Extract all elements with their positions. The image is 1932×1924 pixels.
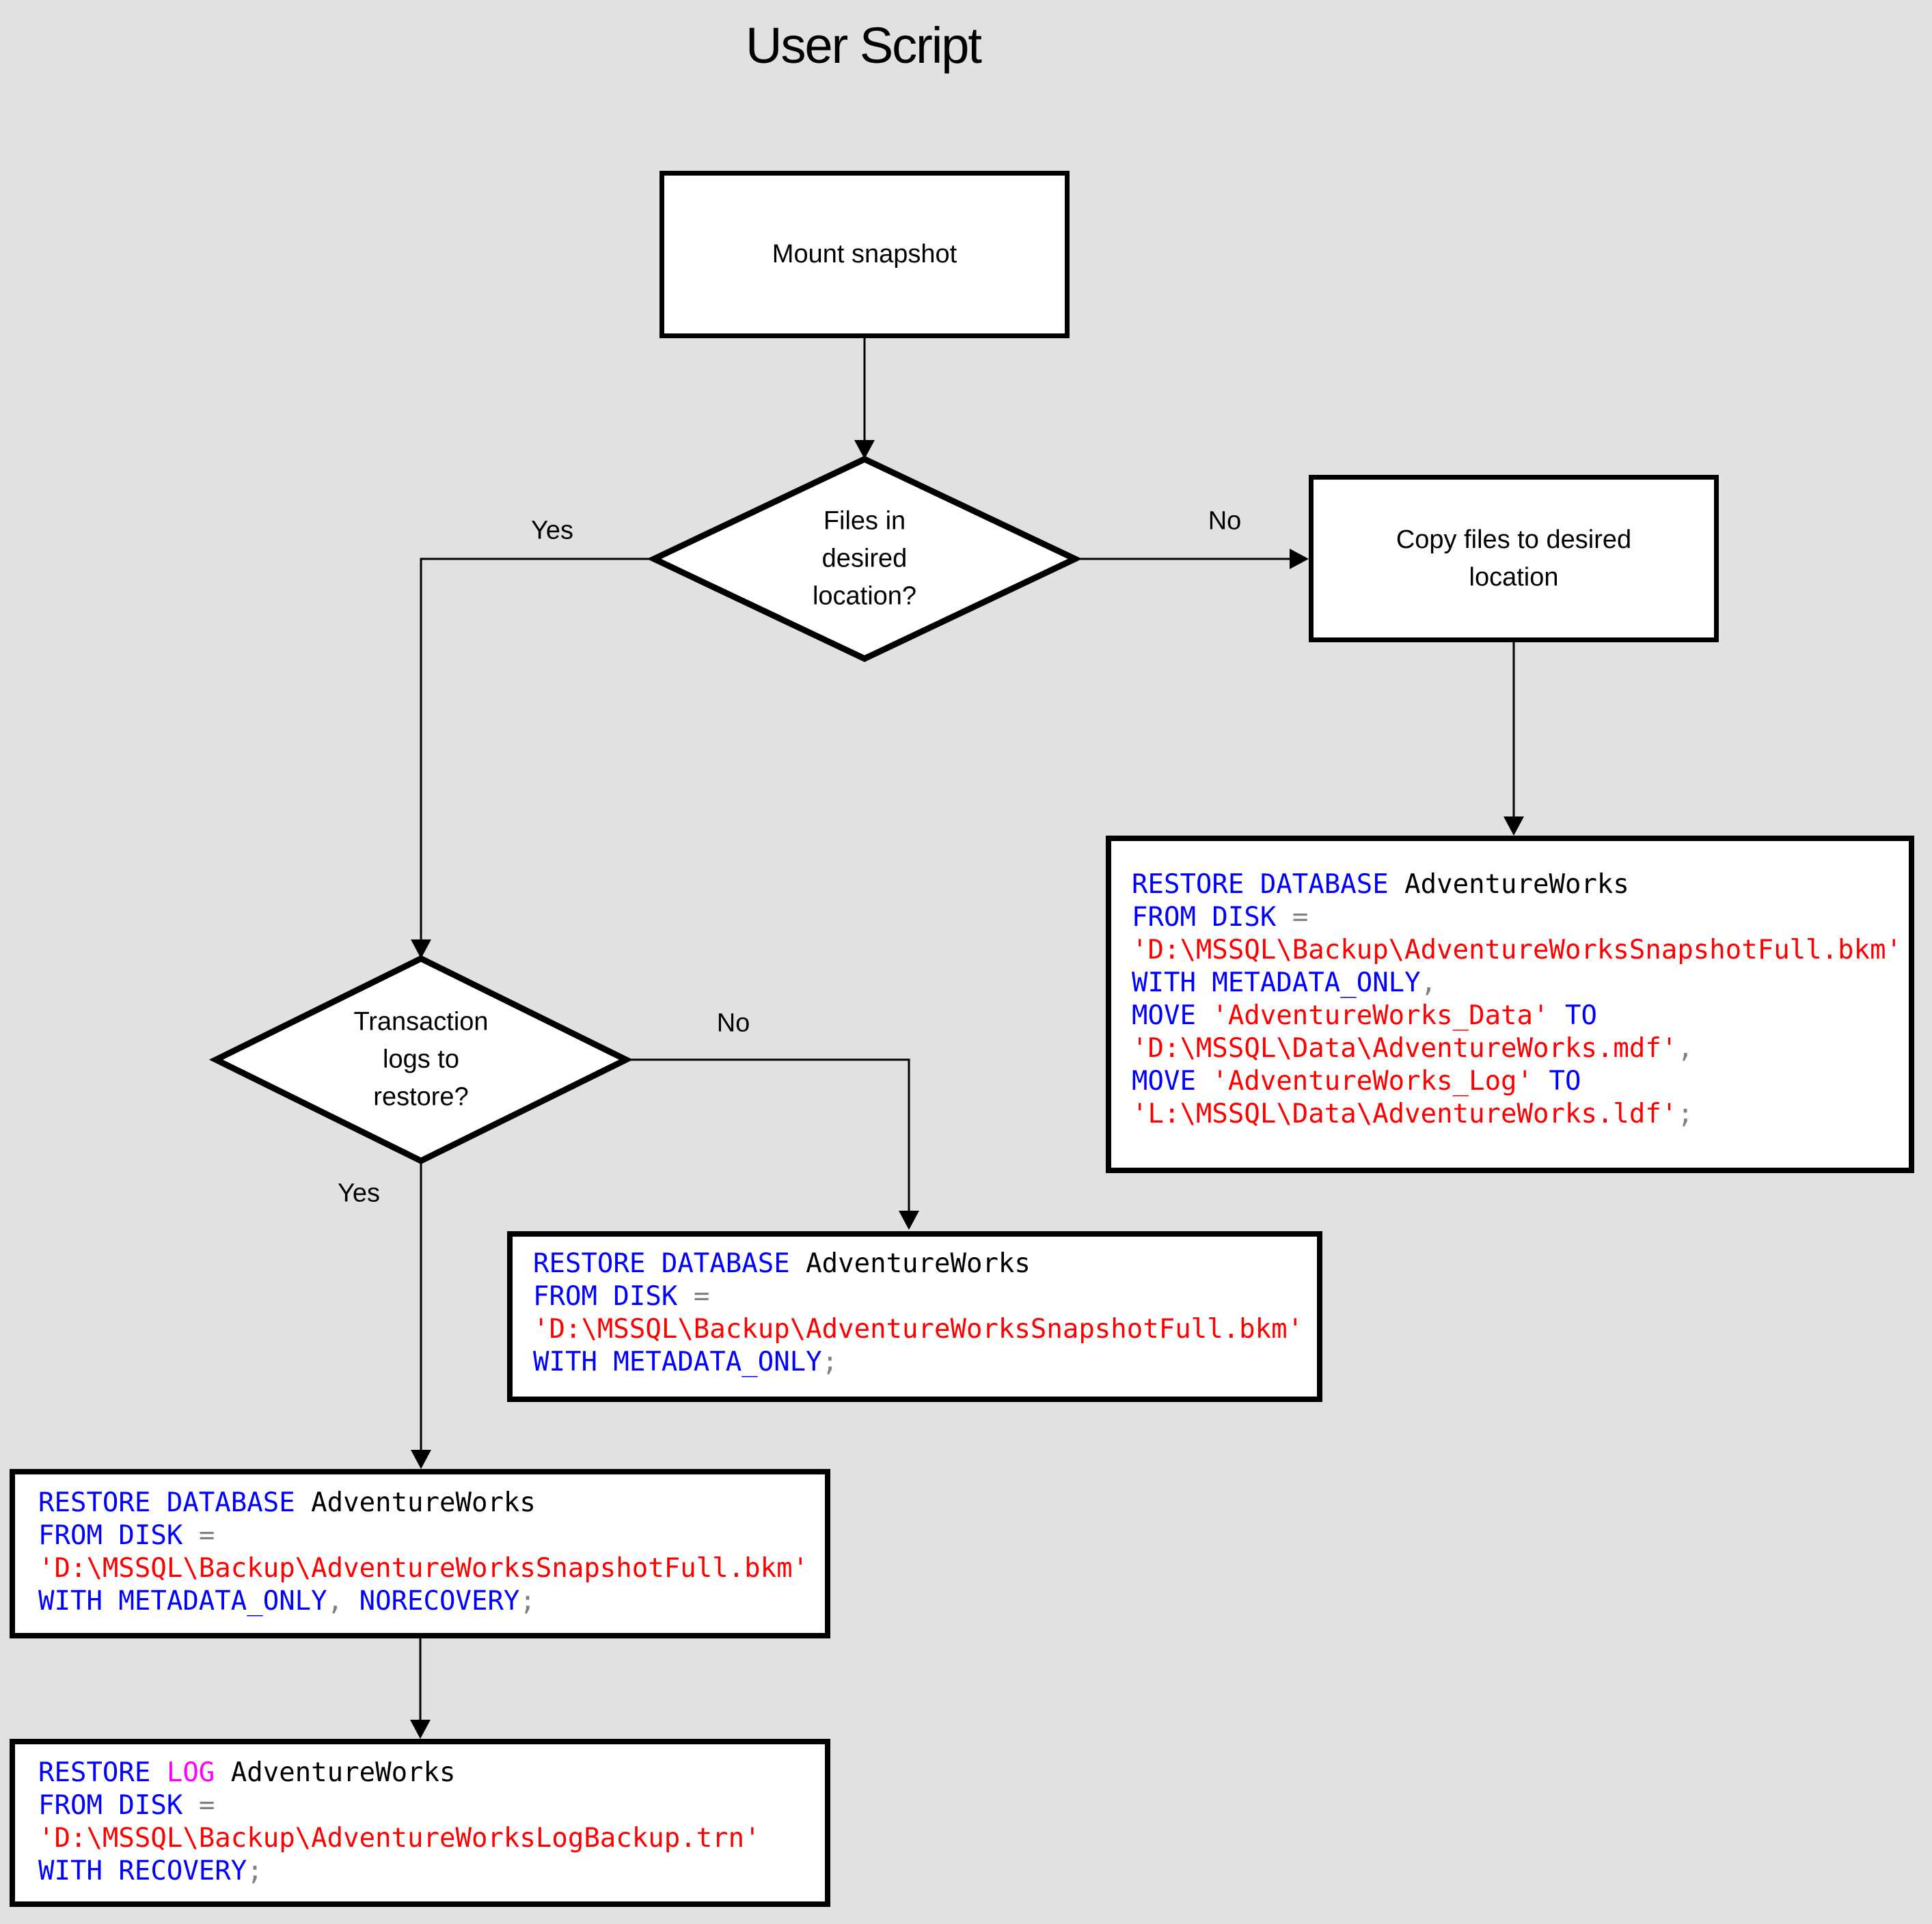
- arrowhead-logs-decision-icon: [411, 939, 431, 959]
- copy-files-label: Copy files to desired location: [1396, 525, 1632, 592]
- arrowhead-copy-box-icon: [1290, 549, 1309, 569]
- arrowhead-restore-log-icon: [410, 1720, 431, 1739]
- label-files-yes: Yes: [531, 516, 573, 545]
- label-logs-no: No: [716, 1008, 750, 1038]
- node-logs-decision-diamond: [208, 954, 634, 1165]
- node-copy-files: Copy files to desired location: [1309, 475, 1719, 642]
- arrowhead-files-decision-icon: [854, 440, 875, 459]
- edge-files-yes: [420, 558, 654, 941]
- arrowhead-restore-metadata-icon: [899, 1211, 919, 1230]
- page-title: User Script: [746, 17, 982, 74]
- label-logs-yes: Yes: [338, 1179, 380, 1208]
- node-mount-snapshot: Mount snapshot: [659, 171, 1070, 338]
- logs-decision-label: Transaction logs to restore?: [353, 1007, 489, 1112]
- edge-logs-no: [626, 1058, 910, 1212]
- files-decision-label: Files in desired location?: [812, 506, 917, 611]
- label-files-no: No: [1208, 506, 1242, 536]
- arrowhead-restore-move-icon: [1504, 816, 1524, 836]
- mount-snapshot-label: Mount snapshot: [772, 240, 957, 269]
- arrowhead-restore-norecovery-icon: [411, 1450, 431, 1469]
- node-files-decision-diamond: [647, 456, 1083, 662]
